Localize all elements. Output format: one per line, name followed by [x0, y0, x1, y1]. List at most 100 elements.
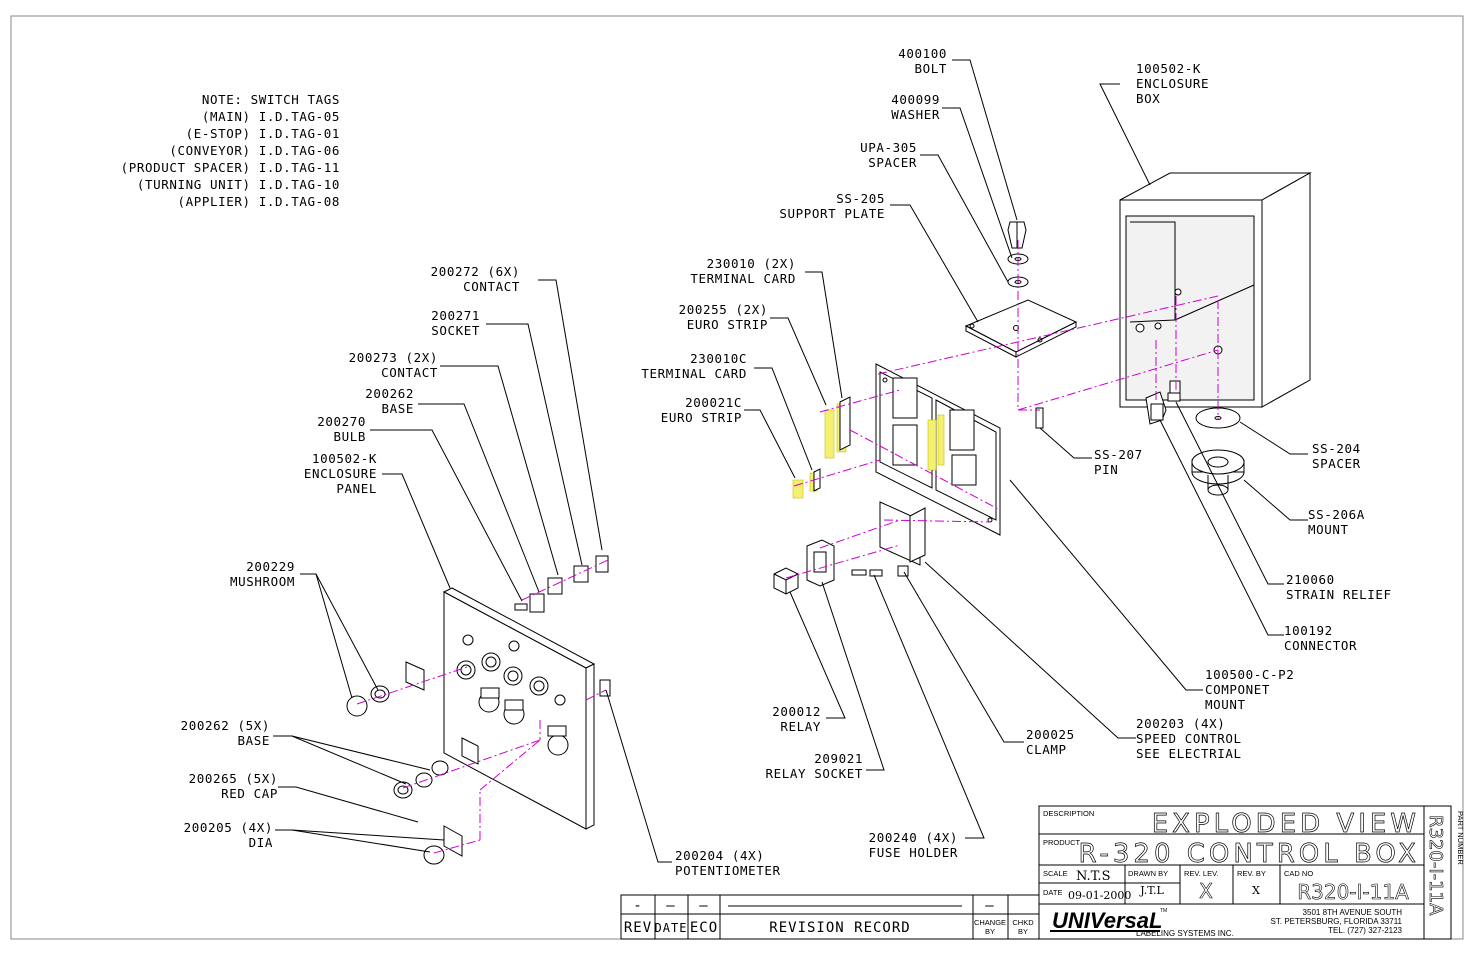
callout-upa305: UPA-305 SPACER [860, 140, 917, 170]
callout-part-number: SS-206A [1308, 507, 1365, 522]
callout-part-number: 400099 [891, 92, 940, 107]
callout-part-number: 400100 [898, 46, 947, 61]
callout-100192: 100192 CONNECTOR [1284, 623, 1357, 653]
spacer-and-mount [1191, 407, 1245, 496]
enclosure-panel [442, 587, 596, 830]
callout-200270: 200270 BULB [317, 414, 365, 444]
rev-dash: - [633, 898, 642, 914]
callout-description: SEE ELECTRIAL [1136, 746, 1242, 761]
callout-description: SPACER [868, 155, 917, 170]
chkd-by-label: BY [1018, 927, 1028, 936]
callout-400099: 400099 WASHER [891, 92, 940, 122]
note-line: (MAIN) I.D.TAG-05 [202, 109, 340, 124]
callout-200271: 200271 SOCKET [431, 308, 480, 338]
callout-description: SPEED CONTROL [1136, 731, 1242, 746]
note-line: NOTE: SWITCH TAGS [202, 92, 340, 107]
note-line: (CONVEYOR) I.D.TAG-06 [169, 143, 340, 158]
callout-part-number: 200255 (2X) [679, 302, 768, 317]
callout-200205: 200205 (4X) DIA [184, 820, 273, 850]
callout-part-number: 209021 [814, 751, 863, 766]
callout-description: ENCLOSURE [1136, 76, 1209, 91]
cad-no-value: R320-I-11A [1297, 880, 1409, 904]
date-value: 09-01-2000 [1068, 889, 1131, 902]
callout-part-number: 100500-C-P2 [1205, 667, 1294, 682]
trademark: TM [1160, 908, 1167, 914]
callout-description: SPACER [1312, 456, 1361, 471]
callout-part-number: 100192 [1284, 623, 1333, 638]
callout-part-number: 200272 (6X) [431, 264, 520, 279]
callout-ss205: SS-205 SUPPORT PLATE [779, 191, 885, 221]
callout-part-number: SS-207 [1094, 447, 1143, 462]
callout-part-number: UPA-305 [860, 140, 917, 155]
callout-200203: 200203 (4X) SPEED CONTROL SEE ELECTRIAL [1136, 716, 1242, 761]
callout-100502-box: 100502-K ENCLOSURE BOX [1136, 61, 1209, 106]
drawn-by-value: J.T.L [1139, 884, 1164, 897]
callout-description: RELAY [780, 719, 821, 734]
callout-part-number: 230010 (2X) [707, 256, 796, 271]
company-name: UNIVersaL [1052, 908, 1162, 933]
callout-part-number: 100502-K [1136, 61, 1201, 76]
callout-description: EURO STRIP [687, 317, 768, 332]
callout-description: EURO STRIP [661, 410, 742, 425]
euro-strips [792, 396, 945, 499]
assembly-centerlines [356, 240, 1219, 854]
speed-control-bracket [879, 501, 926, 566]
date-header: DATE [655, 921, 688, 935]
callout-part-number: 200203 (4X) [1136, 716, 1225, 731]
rev-lev-label: REV. LEV. [1184, 869, 1218, 878]
callout-description: DIA [249, 835, 273, 850]
callout-part-number: 100502-K [312, 451, 377, 466]
callout-part-number: 200265 (5X) [189, 771, 278, 786]
revision-record-header: REVISION RECORD [769, 920, 910, 936]
callout-ss204: SS-204 SPACER [1312, 441, 1361, 471]
callout-description: SOCKET [431, 323, 480, 338]
callout-part-number: SS-205 [836, 191, 885, 206]
callout-200229: 200229 MUSHROOM [230, 559, 295, 589]
callout-description: SUPPORT PLATE [779, 206, 885, 221]
callout-description: TERMINAL CARD [690, 271, 796, 286]
address-line: ST. PETERSBURG, FLORIDA 33711 [1271, 917, 1403, 926]
callout-description: TERMINAL CARD [641, 366, 747, 381]
callout-ss207: SS-207 PIN [1094, 447, 1143, 477]
company-subtitle: LABELING SYSTEMS INC. [1136, 929, 1234, 938]
support-plate [964, 299, 1078, 358]
callout-200012: 200012 RELAY [772, 704, 821, 734]
callout-part-number: 200273 (2X) [349, 350, 438, 365]
rev-by-label: REV. BY [1237, 869, 1266, 878]
callout-part-number: 210060 [1286, 572, 1335, 587]
callout-description: BASE [381, 401, 414, 416]
product-label: PRODUCT [1043, 838, 1081, 847]
callout-description: CONTACT [381, 365, 438, 380]
callout-200273: 200273 (2X) CONTACT [349, 350, 438, 380]
note-line: (PRODUCT SPACER) I.D.TAG-11 [121, 160, 340, 175]
change-dash: — [985, 898, 994, 914]
note-line: (APPLIER) I.D.TAG-08 [177, 194, 340, 209]
callout-200255: 200255 (2X) EURO STRIP [679, 302, 768, 332]
callout-part-number: 200271 [431, 308, 480, 323]
callout-part-number: 200229 [246, 559, 295, 574]
callout-209021: 209021 RELAY SOCKET [765, 751, 863, 781]
callout-description: FUSE HOLDER [869, 845, 958, 860]
callout-part-number: 200025 [1026, 727, 1075, 742]
drawing-description: EXPLODED VIEW [1152, 809, 1420, 839]
callout-description: RELAY SOCKET [765, 766, 863, 781]
change-by-label: CHANGE [974, 918, 1006, 927]
part-number-label: PART NUMBER [1456, 811, 1465, 865]
scale-value: N.T.S [1076, 869, 1110, 884]
connector-strain-relief [1145, 380, 1181, 425]
callout-part-number: 200240 (4X) [869, 830, 958, 845]
callout-description: BOX [1136, 91, 1160, 106]
callout-200025: 200025 CLAMP [1026, 727, 1075, 757]
part-number-value: R320-I-11A [1425, 815, 1446, 916]
callout-description: BASE [237, 733, 270, 748]
callout-200021c: 200021C EURO STRIP [661, 395, 742, 425]
callout-200265: 200265 (5X) RED CAP [189, 771, 278, 801]
rev-lev-value: X [1199, 879, 1213, 903]
callout-description: STRAIN RELIEF [1286, 587, 1392, 602]
panel-components [346, 555, 611, 865]
callout-description: BOLT [914, 61, 947, 76]
enclosure-box [1119, 172, 1312, 408]
callout-description: CLAMP [1026, 742, 1067, 757]
callout-part-number: 200021C [685, 395, 742, 410]
